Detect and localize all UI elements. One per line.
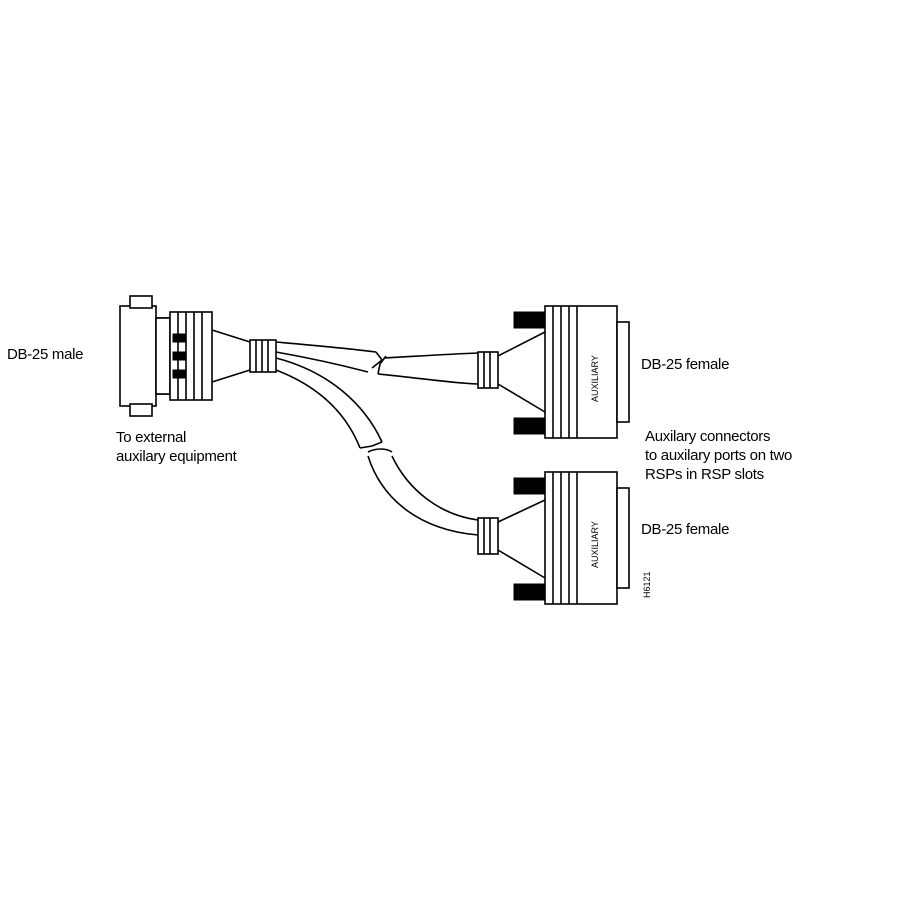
label-db25-female-bottom: DB-25 female (641, 521, 730, 538)
connector-face-label-bottom: AUXILIARY (590, 521, 600, 568)
label-external-line2: auxilary equipment (116, 448, 237, 465)
label-aux-line2: to auxilary ports on two (645, 447, 793, 464)
label-external-equipment: To external auxilary equipment (116, 428, 237, 466)
label-db25-male: DB-25 male (7, 346, 84, 363)
db25-male-connector (119, 295, 277, 417)
label-external-line1: To external (116, 429, 187, 446)
label-aux-line3: RSPs in RSP slots (645, 466, 764, 483)
figure-id: H6121 (642, 571, 652, 598)
label-db25-female-top: DB-25 female (641, 356, 730, 373)
label-aux-line1: Auxilary connectors (645, 428, 771, 445)
connector-face-label-top: AUXILIARY (590, 355, 600, 402)
cable-branch-top (275, 341, 479, 385)
label-auxiliary-connectors: Auxilary connectors to auxilary ports on… (645, 427, 792, 484)
db25-female-connector-top (477, 305, 630, 439)
db25-female-connector-bottom (477, 471, 630, 605)
cable-branch-bottom (275, 357, 479, 536)
